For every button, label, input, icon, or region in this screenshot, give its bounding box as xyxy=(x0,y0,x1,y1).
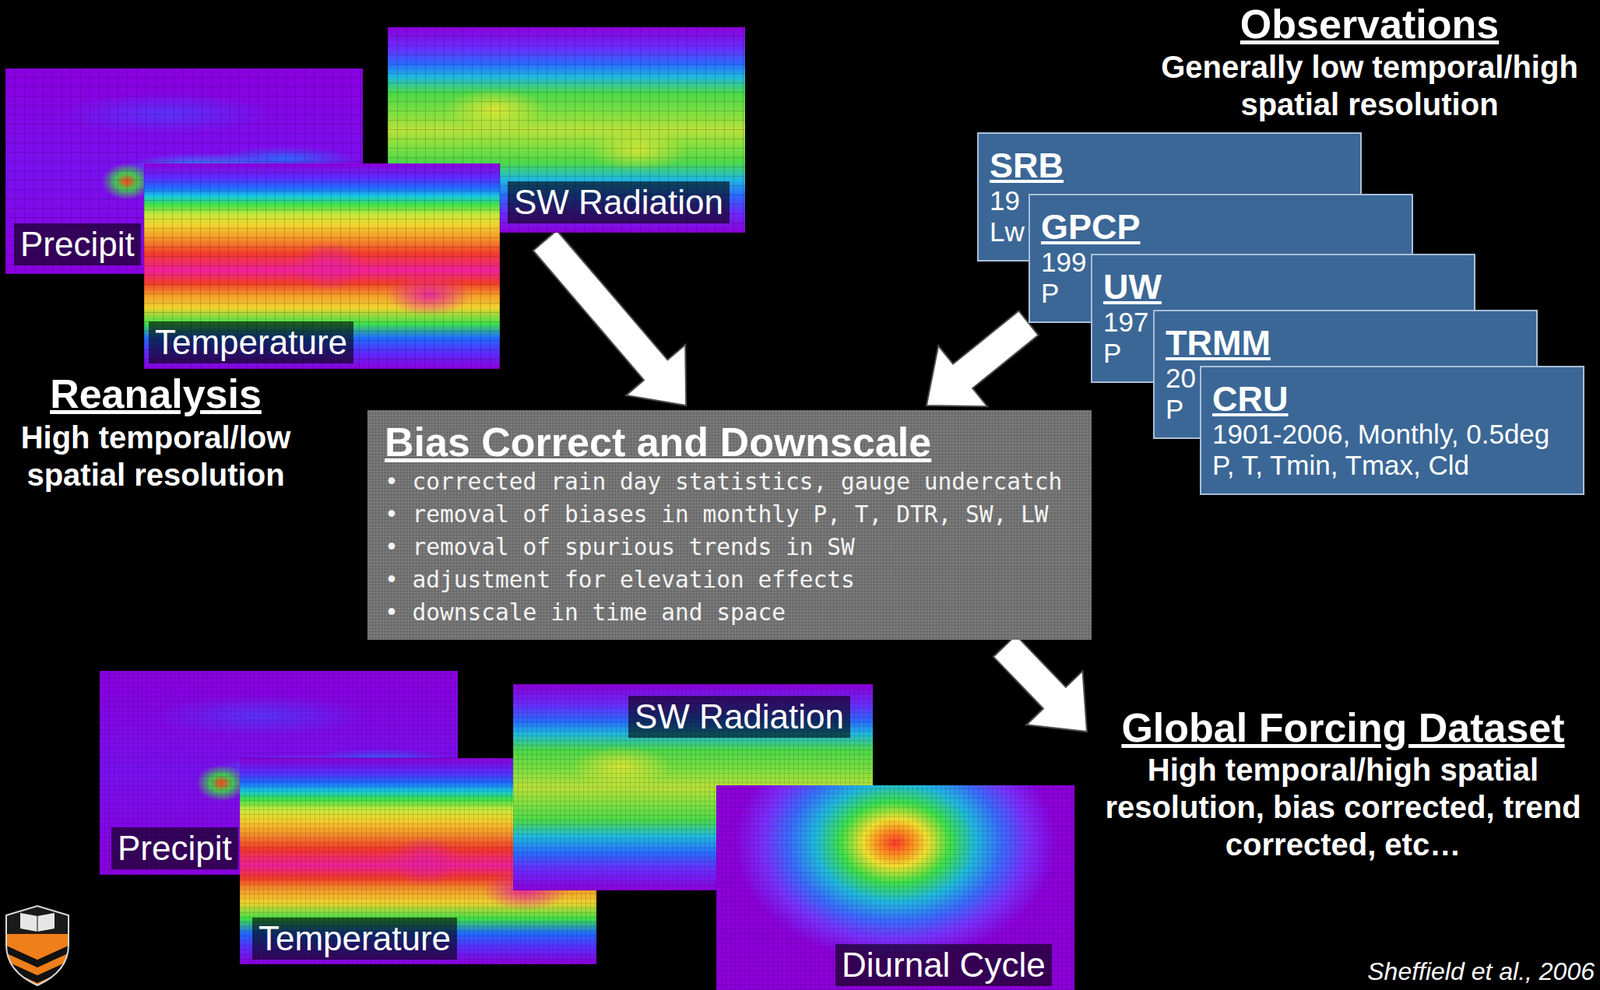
group-heading: Reanalysis xyxy=(0,370,312,418)
book-spine xyxy=(36,916,39,932)
map-label: Temperature xyxy=(148,321,354,364)
map-label: Precipit xyxy=(14,223,141,266)
bullet-item: • removal of spurious trends in SW xyxy=(384,530,855,564)
output-text: High temporal/high spatial resolution, b… xyxy=(1091,751,1595,864)
output-map: Diurnal Cycle xyxy=(716,785,1075,990)
card-text: P xyxy=(1040,277,1059,310)
group-subtitle: High temporal/low spatial resolution xyxy=(0,418,312,494)
card-text: 20 xyxy=(1165,362,1196,394)
bullet-item: • removal of biases in monthly P, T, DTR… xyxy=(384,498,1049,531)
map-label: SW Radiation xyxy=(628,696,851,739)
bullet-item: • downscale in time and space xyxy=(384,596,786,630)
card-text: 19 xyxy=(989,185,1020,217)
shield-chevron xyxy=(3,963,72,980)
shield-chief xyxy=(3,903,72,935)
card-text: 199 xyxy=(1040,246,1087,278)
card-text: 1901-2006, Monthly, 0.5deg xyxy=(1212,418,1550,451)
card-heading: TRMM xyxy=(1165,323,1271,363)
bullet-item: • adjustment for elevation effects xyxy=(384,563,855,597)
map-label: Diurnal Cycle xyxy=(835,944,1052,987)
card-text: Lw xyxy=(989,216,1025,248)
group-subtitle: Generally low temporal/high spatial reso… xyxy=(1151,48,1588,124)
citation: Sheffield et al., 2006 xyxy=(1245,957,1595,986)
card-heading: SRB xyxy=(989,146,1064,186)
reanalysis-map: Temperature xyxy=(144,163,500,370)
map-label: Precipit xyxy=(111,827,239,870)
block-arrow xyxy=(926,310,1039,407)
shield-chevron xyxy=(3,948,72,964)
block-arrow xyxy=(993,635,1087,732)
process-box: Bias Correct and Downscale• corrected ra… xyxy=(367,410,1092,640)
shield-outline xyxy=(6,906,69,986)
map-label: SW Radiation xyxy=(507,181,730,224)
card-heading: UW xyxy=(1103,267,1162,307)
card-text: P xyxy=(1103,337,1122,370)
card-text: P, T, Tmin, Tmax, Cld xyxy=(1212,450,1470,482)
card-heading: CRU xyxy=(1212,379,1289,419)
output-block: Global Forcing DatasetHigh temporal/high… xyxy=(1091,704,1595,864)
block-arrow xyxy=(533,230,686,406)
shield-book xyxy=(20,913,55,932)
group-heading: Observations xyxy=(1151,1,1588,47)
university-shield xyxy=(3,903,72,988)
output-heading: Global Forcing Dataset xyxy=(1091,704,1595,752)
panel-heading: Bias Correct and Downscale xyxy=(384,418,932,466)
card-heading: GPCP xyxy=(1040,207,1141,247)
dataset-card: CRU1901-2006, Monthly, 0.5degP, T, Tmin,… xyxy=(1199,365,1585,496)
map-label: Temperature xyxy=(252,917,458,960)
bullet-item: • corrected rain day statistics, gauge u… xyxy=(384,465,1062,499)
card-text: 197 xyxy=(1103,306,1149,338)
card-text: P xyxy=(1165,393,1184,426)
